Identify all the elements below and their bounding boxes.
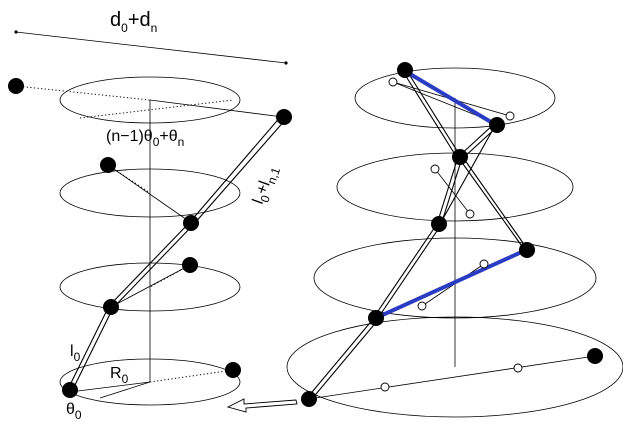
span-label: d0+dn — [110, 9, 157, 35]
angle-bottom-label: θ0 — [66, 401, 82, 422]
left-node-3b — [103, 299, 119, 315]
right-node-bottom-a — [587, 348, 603, 364]
angle-top-label: (n−1)θ0+θn — [106, 128, 184, 149]
right-node-3a — [519, 242, 535, 258]
left-node-3a — [182, 257, 198, 273]
right-node-bottom-b — [301, 391, 317, 407]
right-node-top-a — [397, 62, 413, 78]
left-node-top-outer — [8, 78, 24, 94]
left-structure — [8, 76, 292, 406]
left-node-2b — [183, 215, 199, 231]
right-node-2a — [452, 149, 468, 165]
right-node-2b — [431, 216, 447, 232]
top-span-line — [14, 30, 288, 65]
transform-arrow-icon — [226, 398, 298, 413]
left-node-top — [276, 109, 292, 125]
right-blue-member-bottom — [374, 248, 528, 320]
length-top-label: l0+ln,1 — [250, 163, 283, 208]
right-blue-member-top — [403, 69, 498, 127]
length-top-label-group: l0+ln,1 — [250, 163, 283, 208]
left-node-bottom-a — [225, 362, 241, 378]
right-structure — [286, 62, 623, 418]
left-node-bottom-b — [62, 382, 78, 398]
length-bottom-label: l0 — [70, 343, 81, 364]
radius-label: R0 — [110, 365, 129, 386]
left-node-2a — [100, 157, 116, 173]
right-node-top-b — [489, 117, 505, 133]
right-node-3b — [368, 310, 384, 326]
